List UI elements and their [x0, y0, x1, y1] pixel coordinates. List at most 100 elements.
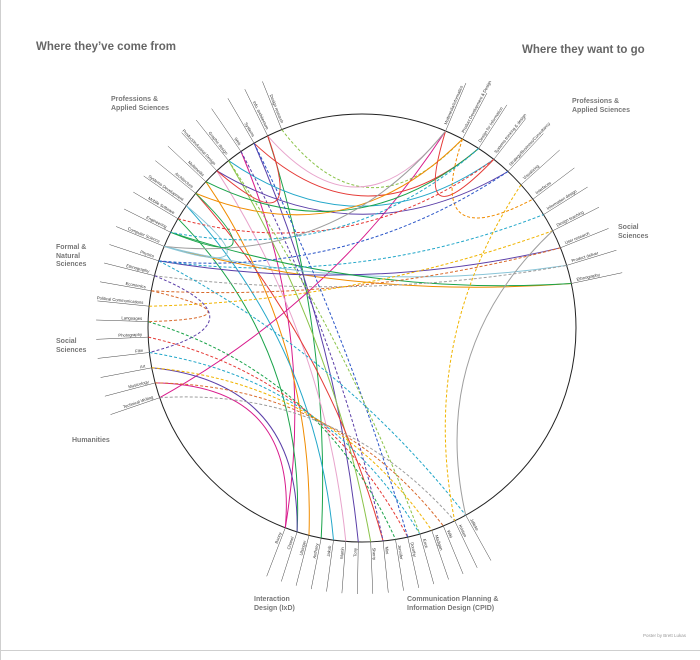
node-tick — [493, 118, 526, 160]
link-path — [228, 160, 421, 535]
node-label: Architecture — [174, 171, 195, 189]
link-path — [164, 205, 228, 259]
node-tick — [445, 83, 467, 132]
node-label: Multimedia — [187, 160, 206, 178]
node-label: Economics — [125, 281, 146, 289]
node-tick — [326, 540, 334, 592]
node-tick — [532, 167, 575, 200]
link-path — [158, 260, 467, 516]
node-tick — [520, 149, 560, 185]
node-tick — [465, 515, 492, 561]
link-path — [170, 148, 479, 241]
node-tick — [196, 119, 229, 161]
group-label-line: Social — [56, 338, 77, 345]
link-path — [456, 230, 554, 516]
link-path — [155, 382, 287, 528]
node-tick — [96, 336, 149, 340]
node-tick — [227, 98, 255, 144]
node-tick — [143, 175, 187, 206]
link-path — [240, 151, 384, 542]
node-label: User research — [564, 230, 591, 245]
node-label: Computer Science — [127, 226, 161, 244]
link-path — [154, 264, 567, 288]
group-label-humanities: Humanities — [72, 437, 110, 446]
link-path — [451, 138, 534, 219]
group-label-line: Formal & — [56, 244, 87, 251]
link-path — [159, 396, 456, 522]
node-label: Visualizing — [522, 163, 541, 181]
node-tick — [431, 530, 449, 580]
node-tick — [560, 228, 609, 249]
link-path — [148, 290, 209, 323]
node-tick — [116, 226, 165, 247]
group-label-line: Sciences — [56, 346, 87, 354]
link-path — [205, 181, 310, 536]
node-label: Musicology — [128, 379, 150, 389]
link-path — [205, 148, 479, 212]
link-path — [155, 382, 444, 527]
node-label: Ulsinger — [298, 539, 307, 556]
group-label-social-left: Social Sciences — [56, 338, 86, 355]
node-label: Multimedia/Informatics — [443, 85, 464, 126]
node-tick — [211, 108, 242, 152]
node-label: Technical Writing — [122, 394, 154, 409]
right-heading: Where they want to go — [522, 44, 645, 56]
node-tick — [370, 541, 374, 594]
node-label: Engineering — [145, 215, 168, 230]
group-label-line: Sciences — [56, 261, 87, 268]
node-label: Anthony — [312, 542, 320, 559]
node-label: Physics — [140, 249, 155, 258]
group-label-formal-sciences: Formal & Natural Sciences — [56, 244, 86, 270]
node-tick — [395, 539, 404, 591]
node-label: Info. architecture — [252, 100, 271, 131]
link-path — [149, 275, 211, 353]
node-tick — [100, 367, 152, 378]
node-tick — [566, 249, 617, 266]
link-path — [281, 129, 463, 189]
node-label: Web — [233, 136, 242, 146]
node-tick — [97, 300, 150, 307]
node-label: Design teaching — [556, 209, 586, 227]
node-tick — [181, 132, 217, 171]
group-label-professions-left: Professions & Applied Sciences — [111, 96, 169, 113]
group-label-line: Professions & — [111, 96, 159, 103]
node-tick — [507, 133, 544, 172]
link-path — [253, 143, 359, 543]
link-path — [267, 130, 446, 188]
group-label-line: Professions & — [572, 98, 620, 105]
group-label-social-right: Social Sciences — [618, 224, 648, 241]
node-tick — [110, 397, 160, 415]
link-path — [177, 218, 299, 532]
node-tick — [552, 206, 600, 232]
node-label: Dorothy — [409, 542, 417, 558]
group-label-line: Interaction — [254, 596, 290, 603]
node-label: Photography — [118, 332, 143, 338]
node-label: Design for Information — [477, 105, 504, 143]
node-tick — [244, 89, 268, 137]
group-label-line: Applied Sciences — [572, 106, 630, 114]
node-label: Mini — [384, 546, 390, 554]
node-tick — [99, 281, 152, 292]
group-label-ixd: Interaction Design (IxD) — [254, 596, 295, 613]
link-path — [149, 352, 421, 535]
group-label-line: Information Design (CPID) — [407, 604, 495, 612]
node-label: Information design — [546, 188, 578, 211]
node-tick — [281, 531, 298, 582]
node-label: Martin — [339, 546, 345, 559]
node-tick — [543, 186, 588, 215]
node-label: Graphic design — [208, 131, 230, 157]
node-tick — [97, 352, 150, 359]
link-path — [151, 367, 433, 531]
outer-circle — [147, 113, 577, 543]
poster-credit: Poster by Brett Lukas — [642, 633, 686, 638]
link-path — [164, 130, 446, 250]
node-label: Ethnography — [576, 272, 601, 282]
node-tick — [419, 533, 435, 585]
link-path — [434, 130, 495, 197]
node-tick — [104, 382, 156, 397]
node-label: Film — [135, 348, 144, 354]
group-label-line: Social — [618, 224, 639, 231]
node-label: Languages — [121, 315, 142, 321]
link-path — [216, 135, 281, 204]
